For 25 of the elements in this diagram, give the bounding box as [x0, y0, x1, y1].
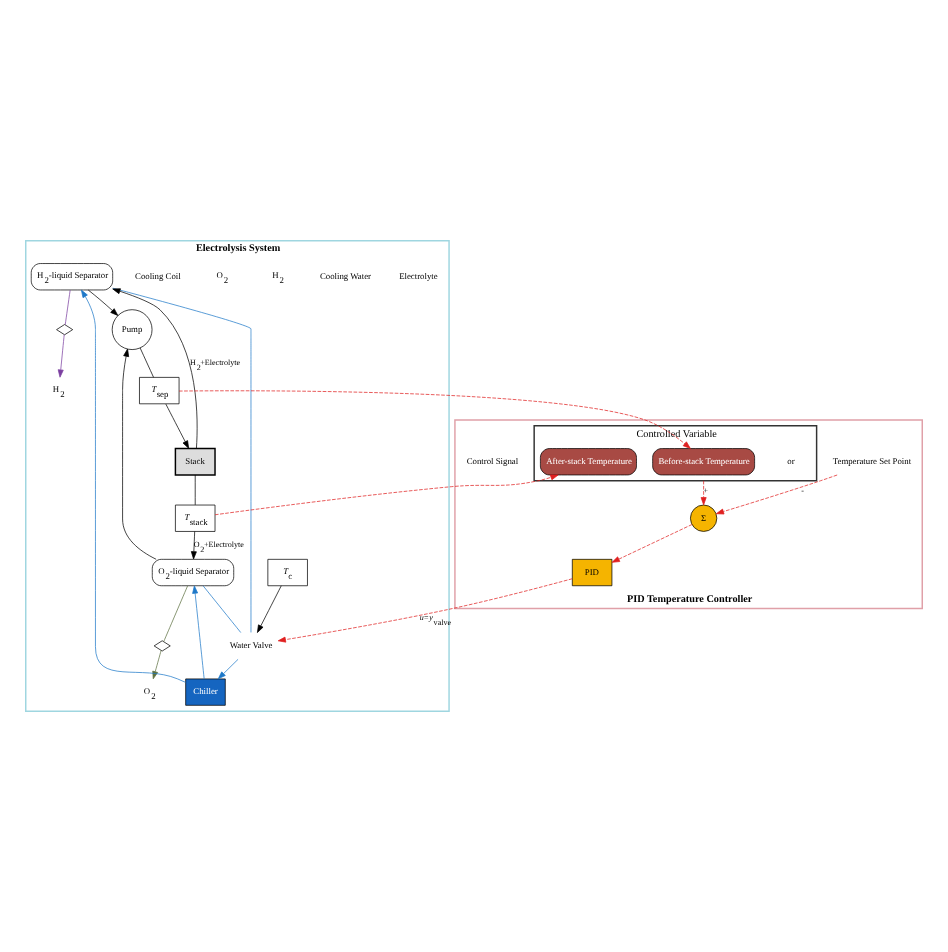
arrow [257, 585, 282, 633]
arrow [152, 650, 162, 680]
node-valve [153, 640, 171, 652]
connector [202, 585, 242, 633]
arrow [217, 658, 239, 680]
arrow [57, 334, 65, 378]
arrow [277, 578, 573, 643]
arrow [611, 524, 693, 563]
arrow [178, 390, 691, 449]
arrow [165, 403, 190, 449]
arrow [192, 585, 205, 680]
connector [64, 289, 71, 326]
arrow [715, 474, 838, 515]
arrow [122, 348, 157, 560]
arrow [190, 531, 197, 560]
connector [194, 474, 196, 506]
arrow [112, 288, 198, 449]
arrow [214, 474, 559, 516]
connector [139, 347, 154, 378]
node-valve [56, 324, 74, 336]
arrow [81, 289, 186, 683]
connector [112, 287, 252, 633]
connector [163, 585, 188, 642]
arrow [700, 480, 707, 506]
arrow [87, 289, 119, 316]
